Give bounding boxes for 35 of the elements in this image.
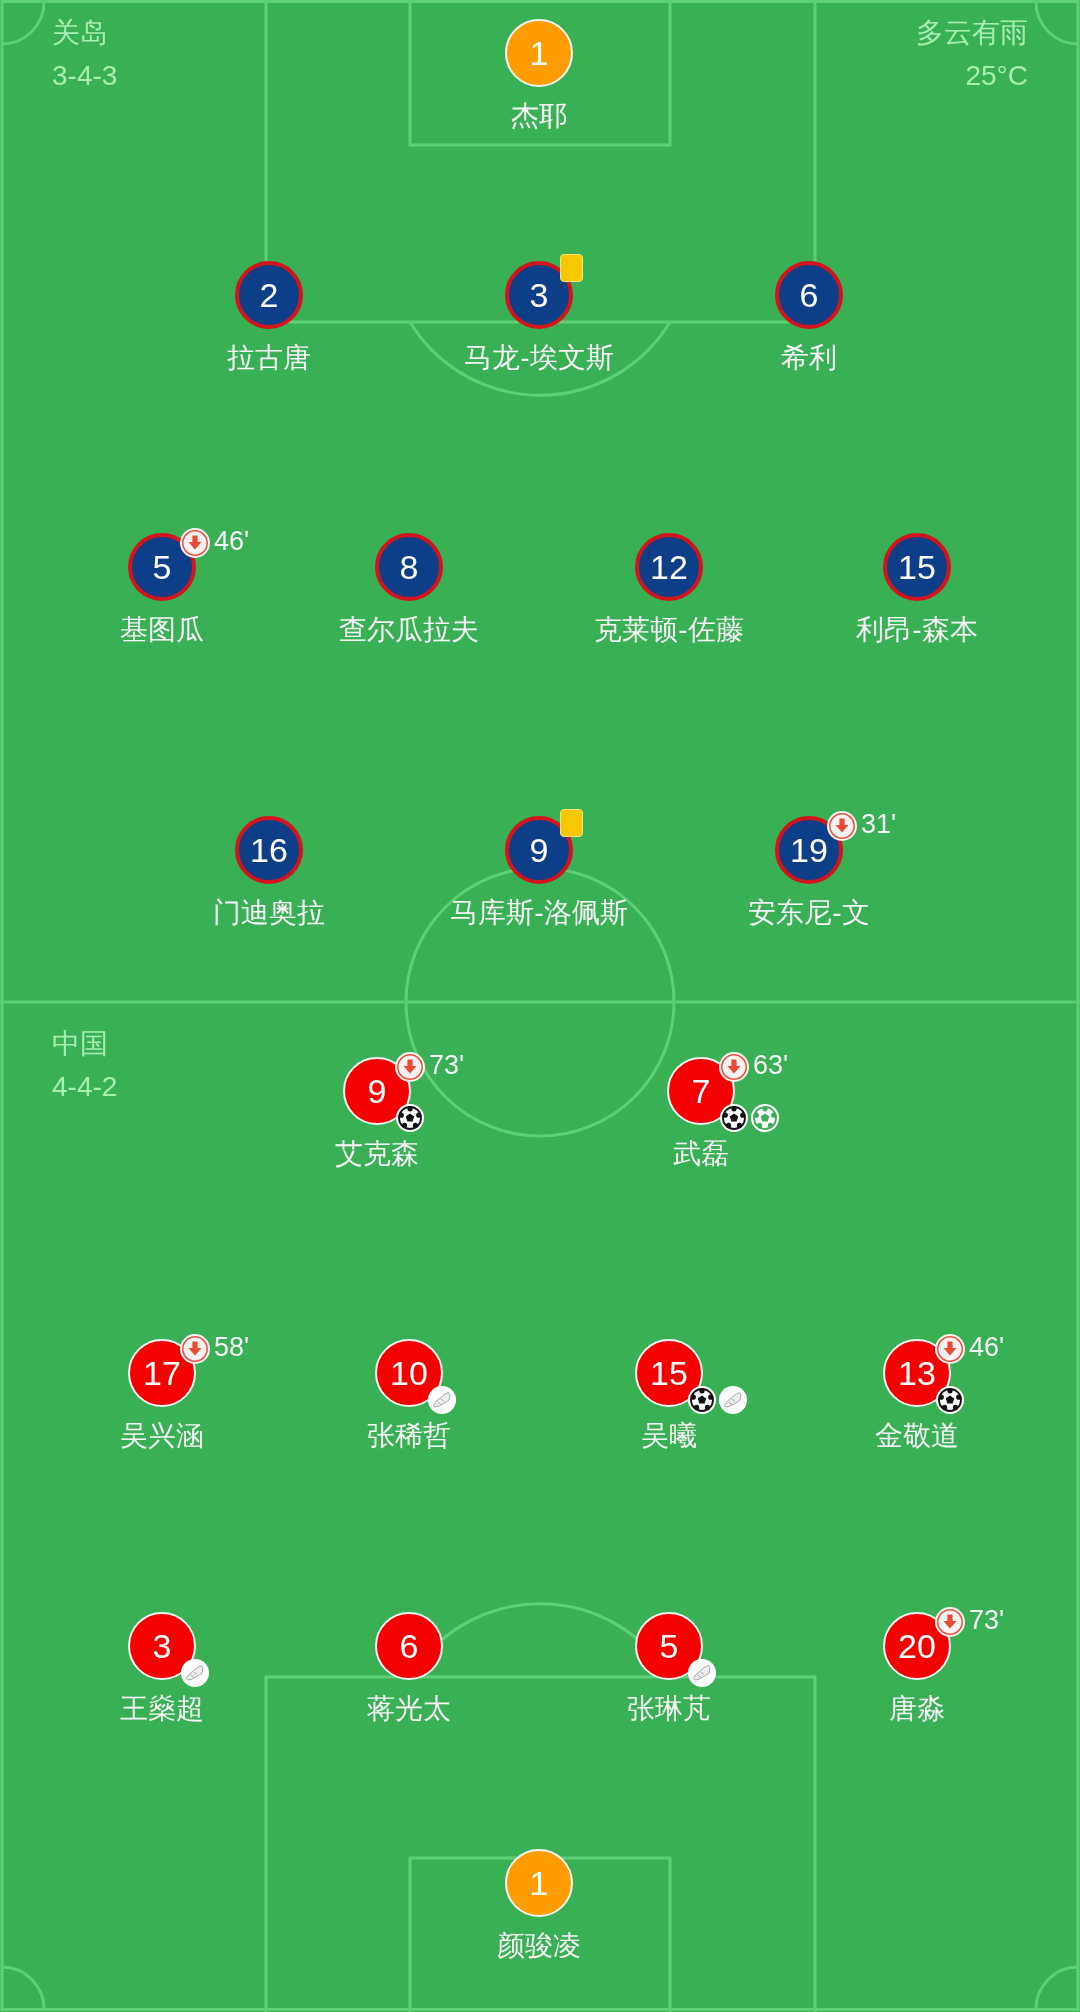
substitution-minute: 46' (969, 1331, 1005, 1363)
player-name: 艾克森 (335, 1137, 419, 1171)
temperature: 25°C (965, 59, 1028, 93)
formation: 3-4-3 (52, 59, 118, 93)
player-name: 颜骏凌 (497, 1929, 581, 1963)
player-name: 利昂-森本 (856, 613, 978, 647)
player-name: 金敬道 (875, 1419, 959, 1453)
team-name: 关岛 (52, 16, 108, 50)
substitution-minute: 73' (429, 1049, 465, 1081)
substitution-minute: 73' (969, 1604, 1005, 1636)
player-name: 张稀哲 (367, 1419, 451, 1453)
player-name: 希利 (781, 341, 837, 375)
substitution-minute: 31' (861, 808, 897, 840)
substitution-minute: 63' (753, 1049, 789, 1081)
player-name: 唐淼 (889, 1692, 945, 1726)
substitution-minute: 58' (214, 1331, 250, 1363)
team-name: 中国 (52, 1027, 108, 1061)
player-name: 蒋光太 (367, 1692, 451, 1726)
player-name: 武磊 (673, 1137, 729, 1171)
player-name: 拉古唐 (227, 341, 311, 375)
player-name: 杰耶 (511, 99, 567, 133)
player-name: 安东尼-文 (748, 896, 870, 930)
substitution-minute: 46' (214, 525, 250, 557)
player-name: 马龙-埃文斯 (464, 341, 614, 375)
player-name: 克莱顿-佐藤 (594, 613, 744, 647)
player-name: 吴曦 (641, 1419, 697, 1453)
player-name: 马库斯-洛佩斯 (450, 896, 628, 930)
player-name: 查尔瓜拉夫 (339, 613, 479, 647)
player-name: 基图瓜 (120, 613, 204, 647)
weather: 多云有雨 (916, 16, 1028, 50)
player-name: 吴兴涵 (120, 1419, 204, 1453)
player-name: 门迪奥拉 (213, 896, 325, 930)
formation: 4-4-2 (52, 1070, 118, 1104)
player-name: 王燊超 (120, 1692, 204, 1726)
player-name: 张琳芃 (627, 1692, 711, 1726)
